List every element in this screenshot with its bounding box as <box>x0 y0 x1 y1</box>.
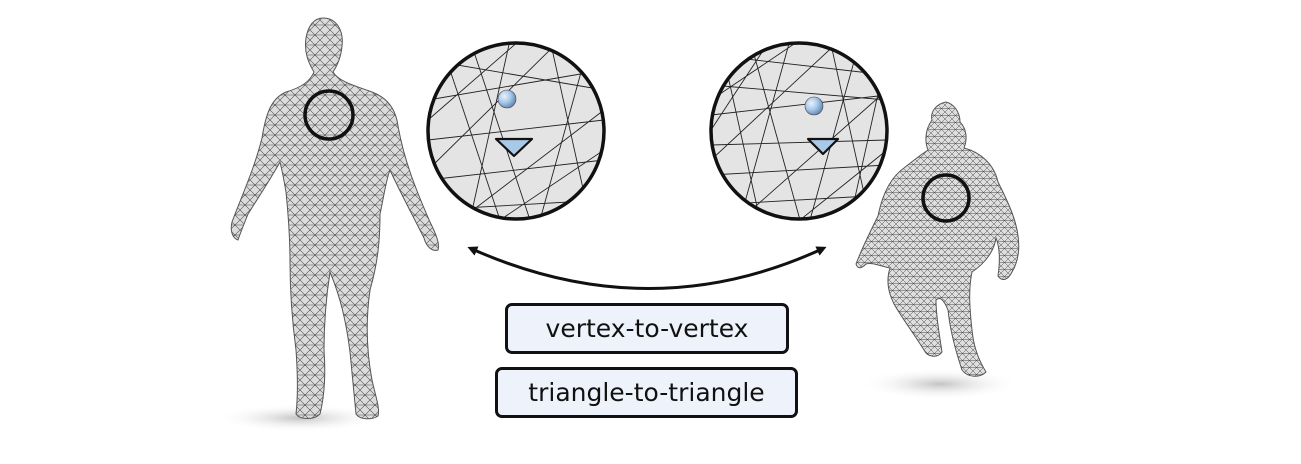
left-zoom-inset <box>426 41 606 221</box>
double-arrow-icon <box>467 246 827 290</box>
sphere-icon <box>804 96 824 116</box>
crouching-human-mesh <box>855 101 1020 400</box>
triangle-icon <box>494 137 534 158</box>
right-zoom-inset <box>709 41 889 221</box>
vertex-to-vertex-label: vertex-to-vertex <box>505 303 789 354</box>
triangle-icon <box>806 137 840 156</box>
standing-human-mesh <box>215 17 439 432</box>
triangle-to-triangle-label: triangle-to-triangle <box>495 367 798 418</box>
sphere-icon <box>497 89 517 109</box>
